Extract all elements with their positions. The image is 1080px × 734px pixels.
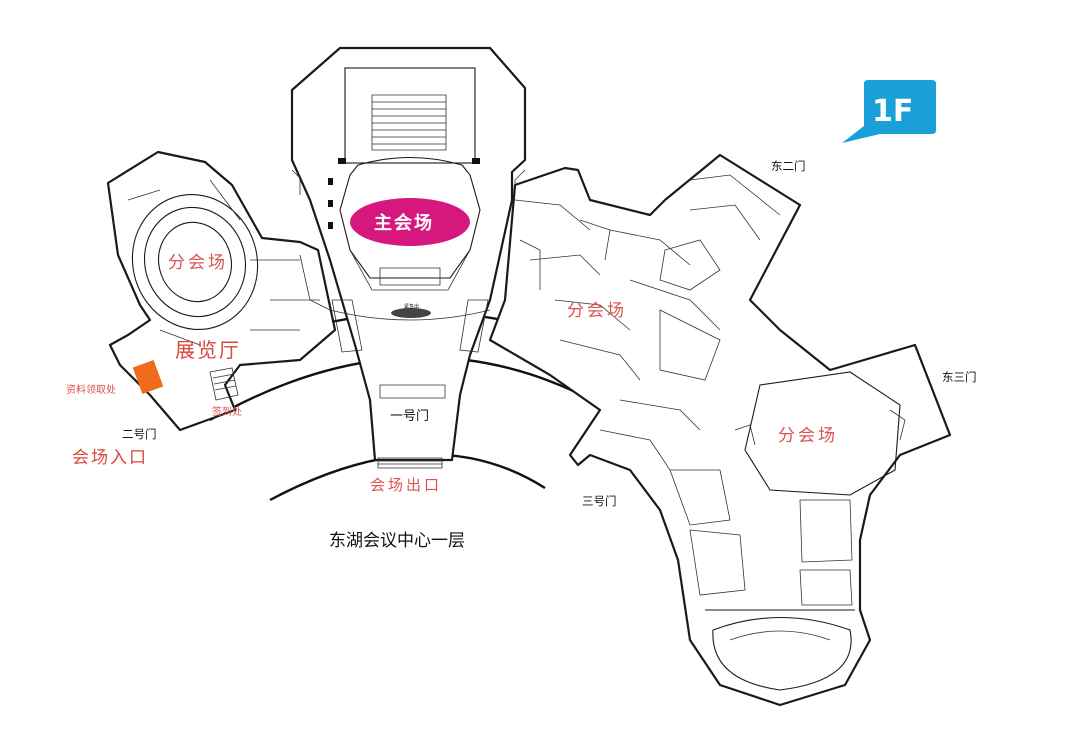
- gate-2-label: 二号门: [122, 427, 157, 441]
- gate-1-label: 一号门: [390, 409, 429, 424]
- map-title: 东湖会议中心一层: [329, 531, 465, 551]
- left-wing: [106, 150, 337, 432]
- floor-badge-text: 1F: [872, 94, 913, 129]
- signin-desk-label: 签到处: [212, 405, 242, 418]
- east-gate-2-label: 东二门: [771, 159, 806, 173]
- gate-3-label: 三号门: [582, 494, 617, 508]
- signin-stairs: [209, 367, 239, 401]
- sub-hall-right-label: 分会场: [778, 426, 838, 446]
- sub-hall-middle-label: 分会场: [567, 301, 627, 321]
- exhibition-hall-label: 展览厅: [175, 338, 241, 362]
- main-hall-label: 主会场: [374, 212, 434, 234]
- floor-badge: 1F: [842, 80, 936, 143]
- sub-hall-left-label: 分会场: [168, 253, 228, 273]
- central-wing: [290, 46, 527, 469]
- venue-exit-label: 会场出口: [370, 476, 442, 494]
- floor-badge-icon: [842, 80, 936, 143]
- stage-tiny-label: 紧急出: [404, 303, 419, 310]
- main-hall-marker: [350, 198, 470, 246]
- venue-entrance-label: 会场入口: [72, 448, 148, 468]
- info-pickup-label: 资料领取处: [66, 383, 116, 396]
- info-pickup-desk: [132, 360, 164, 394]
- right-wing: [488, 153, 952, 707]
- exit-steps: [377, 457, 443, 469]
- east-gate-3-label: 东三门: [942, 370, 977, 384]
- stage-steps: [371, 94, 447, 151]
- stage-tiny-marker: [391, 308, 431, 318]
